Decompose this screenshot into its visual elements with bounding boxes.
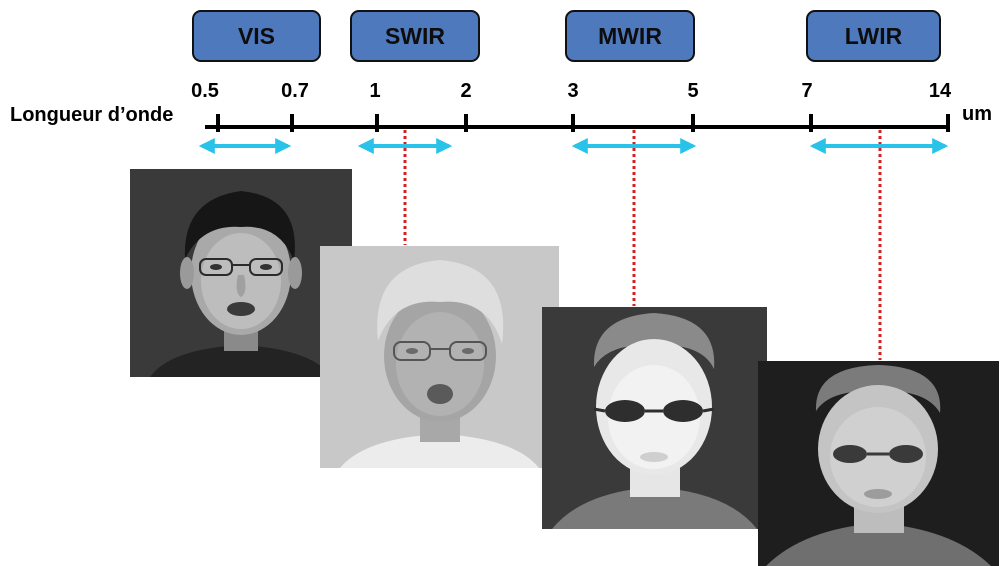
tick-label-0-7: 0.7	[281, 80, 309, 102]
band-box-swir: SWIR	[350, 10, 480, 62]
face-image-lwir	[758, 361, 999, 566]
band-box-lwir: LWIR	[806, 10, 941, 62]
tick-label-2: 2	[460, 80, 472, 102]
band-box-mwir: MWIR	[565, 10, 695, 62]
tick-label-14: 14	[928, 80, 952, 102]
tick-label-7: 7	[801, 80, 813, 102]
face-image-swir	[320, 246, 559, 468]
tick-label-1: 1	[369, 80, 381, 102]
axis-unit: um	[962, 103, 992, 125]
band-box-vis: VIS	[192, 10, 321, 62]
tick-label-0-5: 0.5	[191, 80, 219, 102]
tick-label-3: 3	[567, 80, 579, 102]
axis-title: Longueur d’onde	[10, 104, 174, 126]
face-image-mwir	[542, 307, 767, 529]
tick-label-5: 5	[687, 80, 699, 102]
face-image-vis	[130, 169, 352, 377]
